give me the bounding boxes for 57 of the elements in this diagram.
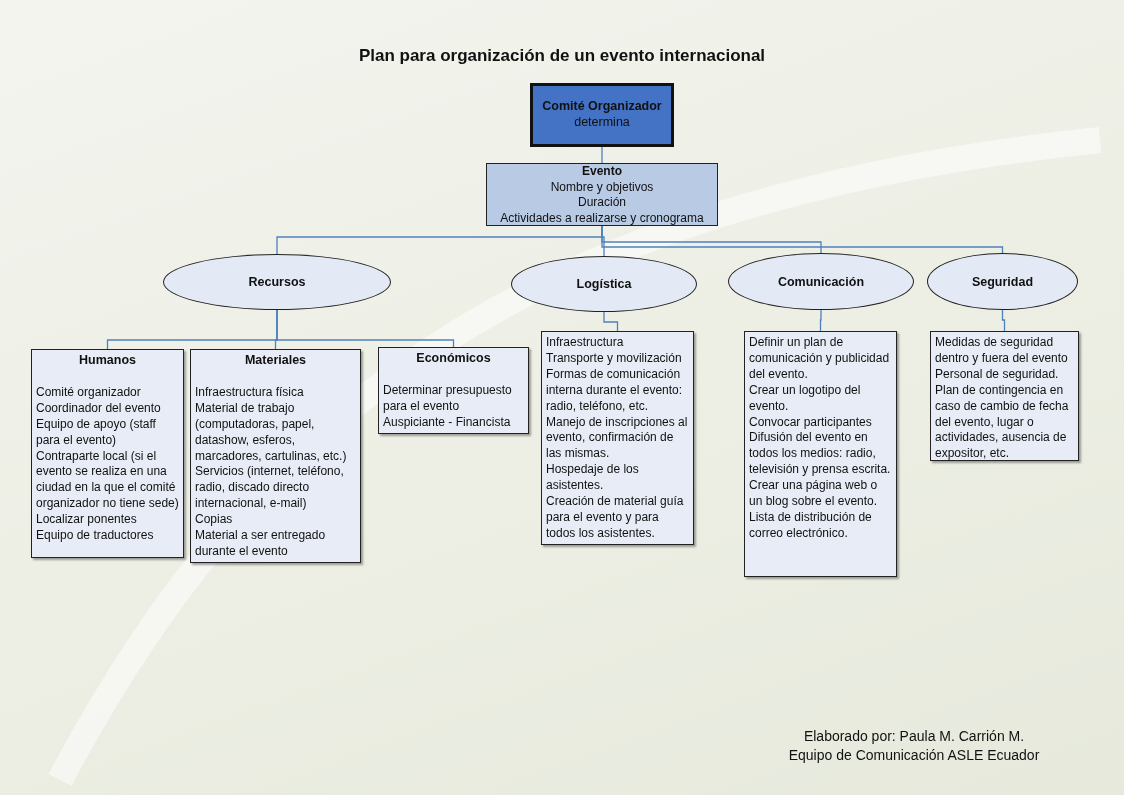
category-label: Seguridad [971,274,1034,289]
box-heading: Económicos [415,351,492,367]
box-text: Material de trabajo (computadoras, papel, datashow, esferos, marcadores, cartulinas, etc.) [195,400,348,465]
connector-line [603,311,619,332]
box-text: Manejo de inscripciones al evento, confirmación de las mismas. [546,414,689,463]
box-text: Copias [195,512,234,529]
box-text: Duración [577,195,627,211]
box-text: Lista de distribución de correo electrónico. [749,509,873,542]
task-box [541,331,694,545]
box-text: Determinar presupuesto para el evento [383,382,513,415]
box-text: Equipo de traductores [36,528,155,544]
box-text: Medidas de seguridad dentro y fuera del evento [935,335,1069,367]
box-text: Equipo de apoyo (staff para el evento) [36,416,157,449]
box-heading: Comité Organizador [541,99,663,115]
box-text: Nombre y objetivos [549,179,655,195]
box-text: Actividades a realizarse y cronograma [499,210,705,226]
box-heading: Humanos [78,353,137,369]
connector-line [276,309,455,348]
task-box [744,331,897,577]
box-text: Definir un plan de comunicación y publicidad del evento. [749,335,891,383]
event-box [486,163,718,226]
box-text: Coordinador del evento [36,400,162,417]
box-text: determina [573,115,631,131]
box-text: Plan de contingencia en caso de cambio de fecha del evento, lugar o actividades, ausencia de expositor, etc. [935,382,1070,463]
category-label: Logística [576,277,632,291]
box-text: Material a ser entregado durante el evento [195,528,327,560]
category-label: Comunicación [777,274,865,289]
box-text: Formas de comunicación interna durante el evento: radio, teléfono, etc. [546,366,684,415]
box-text: Servicios (internet, teléfono, radio, discado directo internacional, e-mail) [195,464,345,513]
resource-box [190,349,361,563]
connector-line [1001,309,1006,332]
box-heading: Evento [581,164,623,180]
diagram-title: Plan para organización de un evento internacional [357,46,767,66]
box-text: Contraparte local (si el evento se realiza en una ciudad en la que el comité organizador no tiene sede) [36,448,179,513]
category-label: Recursos [248,275,306,289]
resource-box [378,347,529,434]
connector-line [601,146,603,164]
box-text: Crear un logotipo del evento. [749,382,862,415]
box-text: Transporte y movilización [546,350,683,367]
box-text: Infraestructura [546,335,625,351]
box-text: Comité organizador [36,384,142,401]
box-text: Difusión del evento en todos los medios: radio, televisión y prensa escrita. [749,430,892,479]
box-text: Personal de seguridad. [935,366,1060,383]
box-text: Crear una página web o un blog sobre el evento. [749,478,879,510]
organizer-box [530,83,674,147]
box-text: Creación de material guía para el evento y para todos los asistentes. [546,494,685,542]
box-text: Localizar ponentes [36,512,138,529]
box-text: Hospedaje de los asistentes. [546,462,640,495]
box-text: Infraestructura física [195,384,305,401]
connector-line [819,309,822,332]
author-note: Elaborado por: Paula M. Carrión M. [802,728,1026,744]
box-text: Auspiciante - Financista [383,414,512,431]
task-box [930,331,1079,461]
box-text: Convocar participantes [749,414,873,431]
box-heading: Materiales [243,353,308,369]
author-note: Equipo de Comunicación ASLE Ecuador [787,747,1041,763]
resource-box [31,349,184,558]
